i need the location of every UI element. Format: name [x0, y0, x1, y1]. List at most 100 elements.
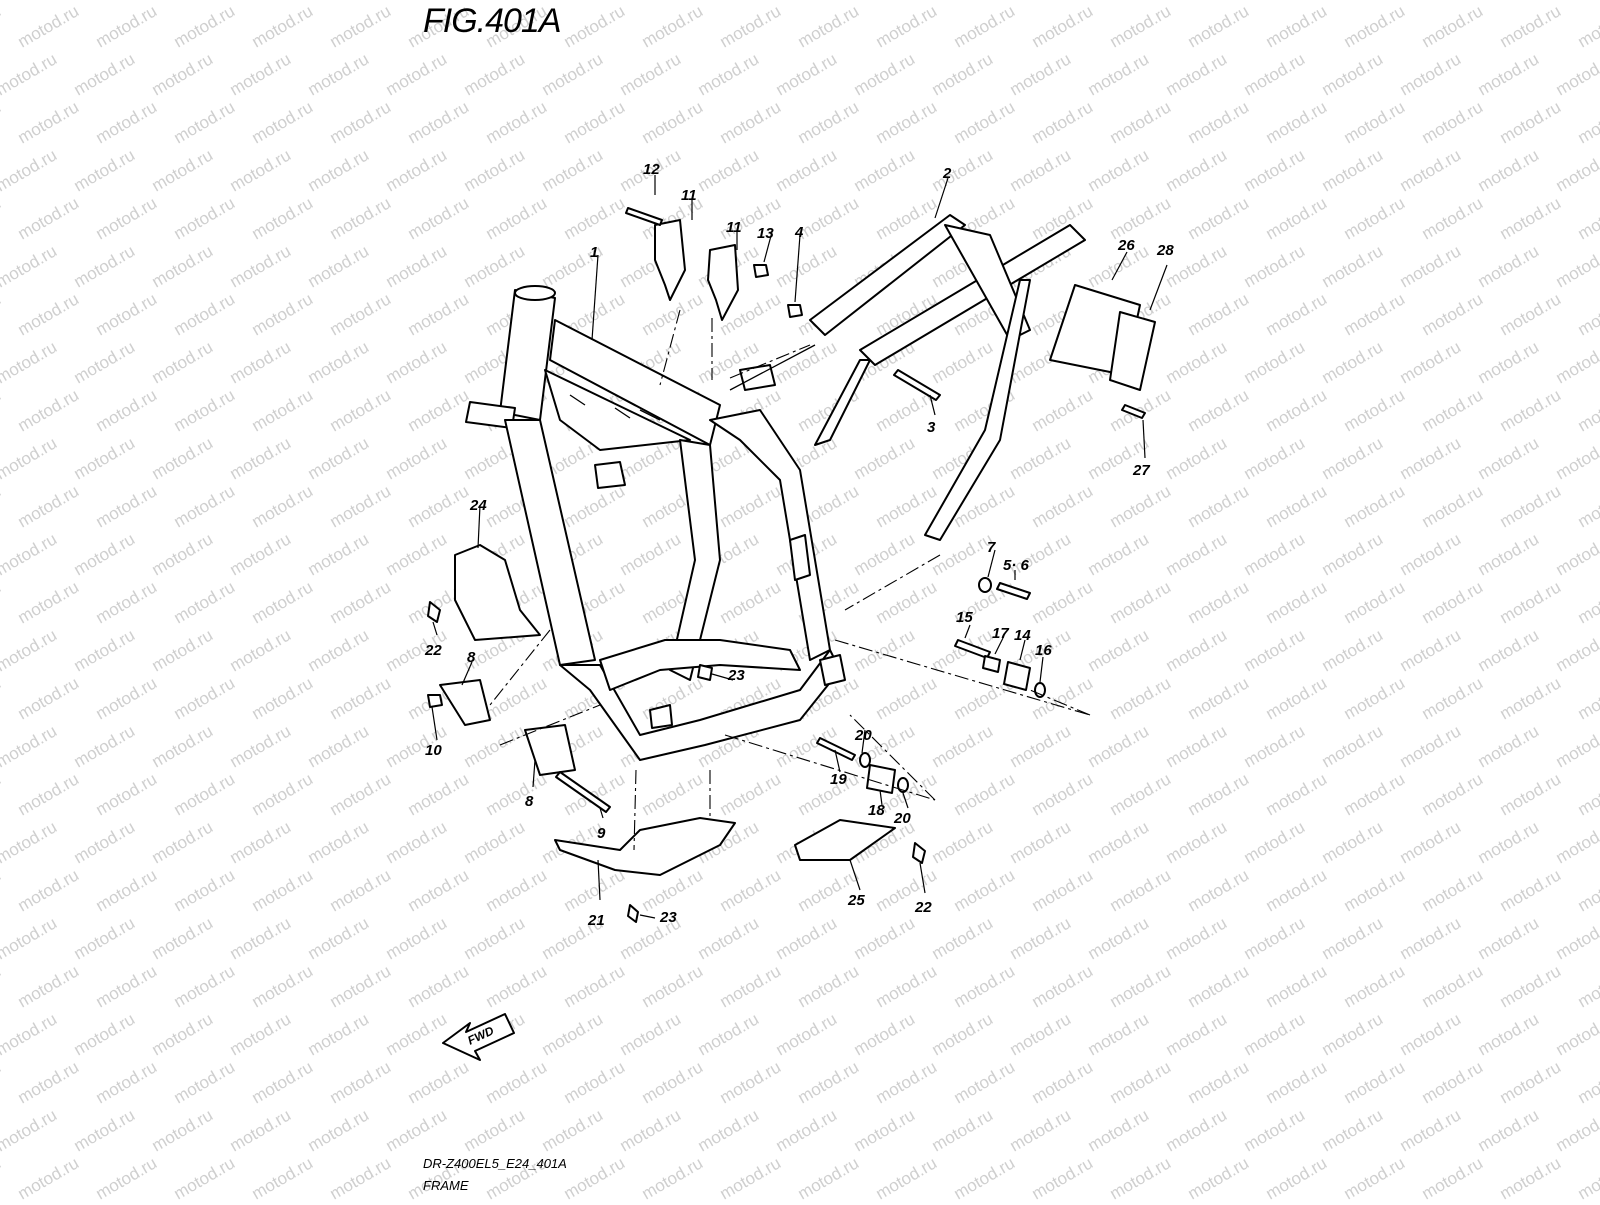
watermark-text: motod.ru: [1397, 145, 1465, 195]
watermark-text: motod.ru: [1475, 337, 1543, 387]
watermark-text: motod.ru: [929, 1105, 997, 1155]
watermark-text: motod.ru: [1107, 193, 1175, 243]
watermark-text: motod.ru: [561, 1, 629, 51]
watermark-text: motod.ru: [149, 625, 217, 675]
watermark-text: motod.ru: [0, 817, 60, 867]
watermark-text: motod.ru: [149, 337, 217, 387]
watermark-text: motod.ru: [93, 865, 161, 915]
watermark-text: motod.ru: [171, 1153, 239, 1200]
watermark-text: motod.ru: [327, 481, 395, 531]
watermark-text: motod.ru: [873, 1153, 941, 1200]
watermark-text: motod.ru: [1475, 49, 1543, 99]
watermark-text: motod.ru: [1419, 961, 1487, 1011]
watermark-text: motod.ru: [1029, 1, 1097, 51]
watermark-text: motod.ru: [249, 577, 317, 627]
watermark-text: motod.ru: [929, 1009, 997, 1059]
watermark-text: motod.ru: [851, 1105, 919, 1155]
watermark-text: motod.ru: [795, 769, 863, 819]
watermark-text: motod.ru: [1553, 625, 1600, 675]
watermark-text: motod.ru: [1007, 913, 1075, 963]
watermark-text: motod.ru: [0, 1153, 4, 1200]
watermark-text: motod.ru: [1497, 1, 1565, 51]
watermark-text: motod.ru: [1107, 865, 1175, 915]
watermark-text: motod.ru: [1085, 529, 1153, 579]
watermark-text: motod.ru: [617, 1009, 685, 1059]
watermark-text: motod.ru: [1263, 481, 1331, 531]
watermark-text: motod.ru: [1029, 577, 1097, 627]
watermark-text: motod.ru: [1163, 337, 1231, 387]
callout-18: 18: [868, 802, 885, 819]
watermark-text: motod.ru: [951, 1057, 1019, 1107]
watermark-text: motod.ru: [1007, 49, 1075, 99]
watermark-text: motod.ru: [483, 769, 551, 819]
watermark-text: motod.ru: [1475, 625, 1543, 675]
watermark-text: motod.ru: [149, 913, 217, 963]
callout-17: 17: [992, 625, 1009, 642]
watermark-text: motod.ru: [1185, 961, 1253, 1011]
watermark-text: motod.ru: [327, 961, 395, 1011]
watermark-text: motod.ru: [1029, 673, 1097, 723]
watermark-text: motod.ru: [1475, 529, 1543, 579]
watermark-text: motod.ru: [1397, 241, 1465, 291]
callout-28: 28: [1156, 242, 1174, 259]
watermark-text: motod.ru: [1553, 0, 1600, 3]
watermark-text: motod.ru: [383, 817, 451, 867]
watermark-text: motod.ru: [171, 961, 239, 1011]
watermark-text: motod.ru: [405, 1057, 473, 1107]
watermark-text: motod.ru: [1553, 817, 1600, 867]
watermark-text: motod.ru: [1107, 577, 1175, 627]
watermark-text: motod.ru: [795, 1153, 863, 1200]
watermark-text: motod.ru: [561, 961, 629, 1011]
watermark-text: motod.ru: [717, 97, 785, 147]
watermark-text: motod.ru: [1107, 481, 1175, 531]
watermark-text: motod.ru: [15, 1057, 83, 1107]
watermark-text: motod.ru: [15, 385, 83, 435]
callout-1: 1: [590, 244, 598, 261]
watermark-text: motod.ru: [1475, 913, 1543, 963]
watermark-text: motod.ru: [1319, 721, 1387, 771]
watermark-text: motod.ru: [1241, 433, 1309, 483]
watermark-text: motod.ru: [773, 1009, 841, 1059]
watermark-text: motod.ru: [0, 1009, 60, 1059]
watermark-text: motod.ru: [851, 0, 919, 3]
watermark-text: motod.ru: [0, 913, 60, 963]
watermark-text: motod.ru: [305, 49, 373, 99]
watermark-text: motod.ru: [249, 769, 317, 819]
figure-code: DR-Z400EL5_E24_401A: [423, 1156, 567, 1171]
watermark-text: motod.ru: [327, 1, 395, 51]
watermark-text: motod.ru: [93, 385, 161, 435]
watermark-text: motod.ru: [1575, 1057, 1600, 1107]
watermark-text: motod.ru: [227, 817, 295, 867]
watermark-text: motod.ru: [227, 433, 295, 483]
watermark-text: motod.ru: [0, 49, 60, 99]
watermark-text: motod.ru: [1475, 1009, 1543, 1059]
watermark-text: motod.ru: [227, 1105, 295, 1155]
watermark-text: motod.ru: [1163, 913, 1231, 963]
watermark-text: motod.ru: [873, 1057, 941, 1107]
watermark-text: motod.ru: [1085, 1105, 1153, 1155]
watermark-text: motod.ru: [1263, 1153, 1331, 1200]
watermark-text: motod.ru: [1163, 721, 1231, 771]
watermark-text: motod.ru: [1319, 0, 1387, 3]
watermark-text: motod.ru: [1163, 1009, 1231, 1059]
watermark-text: motod.ru: [1263, 1057, 1331, 1107]
watermark-text: motod.ru: [1553, 721, 1600, 771]
watermark-text: motod.ru: [773, 913, 841, 963]
callout-8: 8: [467, 649, 476, 666]
watermark-text: motod.ru: [171, 1, 239, 51]
watermark-text: motod.ru: [1085, 1009, 1153, 1059]
watermark-text: motod.ru: [1163, 1105, 1231, 1155]
watermark-text: motod.ru: [1029, 1057, 1097, 1107]
watermark-text: motod.ru: [305, 241, 373, 291]
watermark-text: motod.ru: [539, 145, 607, 195]
watermark-text: motod.ru: [1263, 769, 1331, 819]
watermark-text: motod.ru: [249, 289, 317, 339]
watermark-text: motod.ru: [1575, 289, 1600, 339]
watermark-text: motod.ru: [327, 97, 395, 147]
watermark-text: motod.ru: [93, 577, 161, 627]
watermark-text: motod.ru: [383, 337, 451, 387]
watermark-text: motod.ru: [71, 433, 139, 483]
watermark-text: motod.ru: [1419, 481, 1487, 531]
watermark-text: motod.ru: [1341, 481, 1409, 531]
watermark-text: motod.ru: [1341, 193, 1409, 243]
